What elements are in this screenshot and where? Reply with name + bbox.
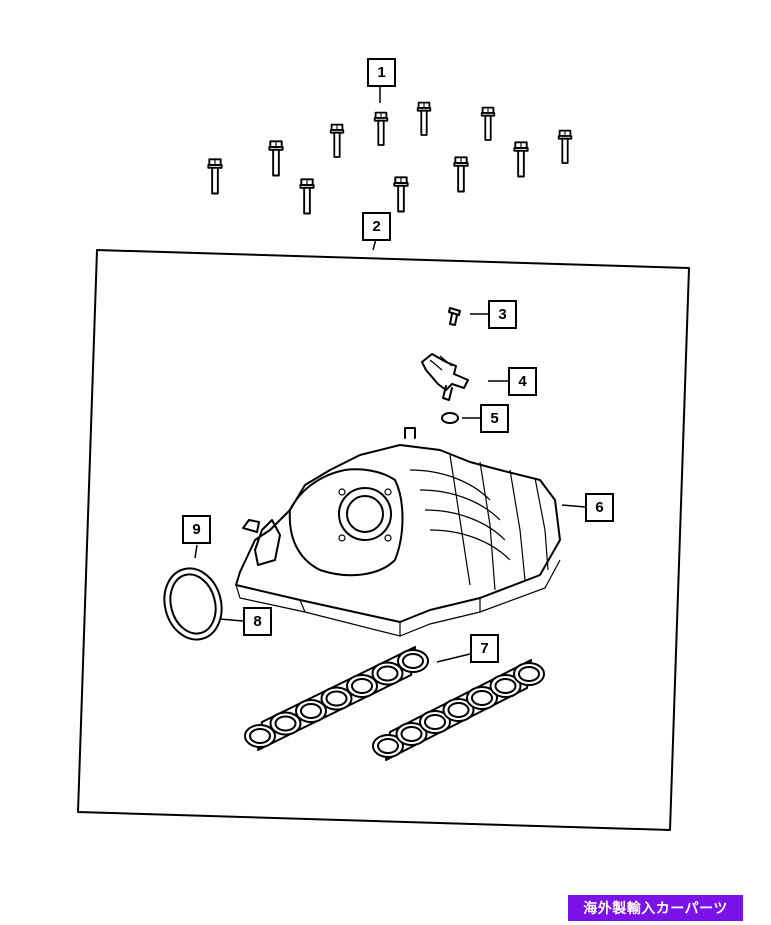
callout-9: 9 (182, 515, 211, 544)
bolt (453, 156, 469, 193)
callout-3-label: 3 (498, 306, 506, 323)
throttle-body-seal (163, 567, 223, 641)
callout-8-label: 8 (253, 613, 261, 630)
bolt (513, 141, 529, 178)
callout-1-label: 1 (377, 64, 385, 81)
callout-4: 4 (508, 367, 537, 396)
callout-9-label: 9 (192, 521, 200, 538)
callout-5: 5 (480, 404, 509, 433)
callout-5-label: 5 (490, 410, 498, 427)
bolt (480, 106, 496, 141)
bolt (557, 129, 573, 164)
bolt (329, 123, 345, 158)
intake-gasket (244, 646, 429, 751)
intake-manifold (235, 427, 561, 637)
callout-6-label: 6 (595, 499, 603, 516)
o-ring (441, 412, 459, 424)
callout-2: 2 (362, 212, 391, 241)
callout-7-label: 7 (480, 640, 488, 657)
bolt (373, 111, 389, 146)
intake-gasket-group (244, 646, 545, 761)
assembly-frame (77, 249, 690, 831)
bolt (416, 101, 432, 136)
callout-6: 6 (585, 493, 614, 522)
callout-7: 7 (470, 634, 499, 663)
pressure-sensor (421, 353, 469, 401)
callout-3: 3 (488, 300, 517, 329)
callout-4-label: 4 (518, 373, 527, 390)
leader-lines (194, 86, 586, 663)
bolt (207, 158, 223, 195)
intake-gasket (372, 659, 545, 761)
small-bolt (448, 307, 461, 326)
callout-2-label: 2 (372, 218, 380, 235)
bolt-group (207, 101, 573, 215)
shop-badge: 海外製輸入カーパーツ (568, 895, 743, 921)
bolt (268, 140, 284, 177)
bolt (299, 178, 315, 215)
callout-8: 8 (243, 607, 272, 636)
bolt (393, 176, 409, 213)
callout-1: 1 (367, 58, 396, 87)
